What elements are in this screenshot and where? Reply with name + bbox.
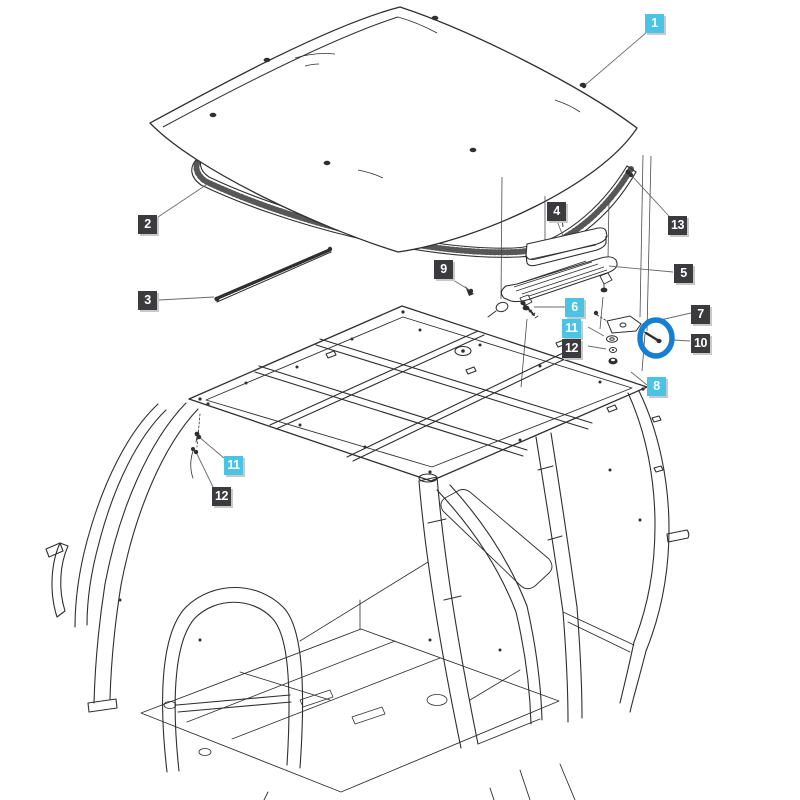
leader-line-10 bbox=[673, 339, 691, 342]
leader-line-4 bbox=[556, 220, 564, 237]
highlight-circle bbox=[637, 317, 675, 359]
callout-8[interactable]: 8 bbox=[647, 377, 666, 396]
roof-pin-dot bbox=[625, 169, 631, 175]
leader-line-9 bbox=[452, 279, 472, 292]
leader-line-1 bbox=[583, 31, 648, 87]
callout-3[interactable]: 3 bbox=[138, 291, 157, 310]
callout-5[interactable]: 5 bbox=[674, 264, 693, 283]
leader-line-11 bbox=[198, 436, 225, 459]
mount-hardware bbox=[190, 286, 662, 479]
leader-dot-11 bbox=[196, 434, 202, 440]
callout-10[interactable]: 10 bbox=[691, 334, 710, 353]
leader-line-12 bbox=[195, 451, 215, 490]
callout-12[interactable]: 12 bbox=[562, 339, 581, 358]
grille-slots bbox=[513, 260, 608, 297]
callout-13[interactable]: 13 bbox=[668, 216, 687, 235]
leader-line-13 bbox=[630, 174, 670, 217]
leader-line-3 bbox=[158, 296, 215, 301]
leader-line-8 bbox=[630, 371, 648, 386]
callout-2[interactable]: 2 bbox=[138, 215, 157, 234]
leader-line-12 bbox=[587, 345, 607, 350]
leader-line-2 bbox=[157, 184, 207, 218]
cab-frame bbox=[45, 305, 690, 800]
frame-bolts bbox=[118, 328, 642, 652]
roof-panel bbox=[149, 6, 638, 253]
leader-dot-13 bbox=[628, 172, 634, 178]
cab-lamp-lens bbox=[525, 217, 608, 267]
leader-line-5 bbox=[608, 265, 674, 273]
callout-4[interactable]: 4 bbox=[547, 202, 566, 221]
leader-dot-9 bbox=[468, 288, 474, 294]
lamp-grille bbox=[500, 256, 618, 311]
callout-11[interactable]: 11 bbox=[562, 319, 581, 338]
callout-12[interactable]: 12 bbox=[212, 487, 231, 506]
support-rod bbox=[214, 246, 333, 303]
leader-dot-1 bbox=[581, 83, 587, 89]
roof-mount-holes bbox=[209, 15, 587, 166]
leader-line-11 bbox=[587, 326, 605, 337]
callout-1[interactable]: 1 bbox=[645, 14, 664, 33]
callout-11[interactable]: 11 bbox=[224, 456, 243, 475]
callout-9[interactable]: 9 bbox=[434, 260, 453, 279]
callout-6[interactable]: 6 bbox=[565, 298, 584, 317]
callout-7[interactable]: 7 bbox=[691, 305, 710, 324]
leader-dot-12 bbox=[193, 449, 199, 455]
alignment-lines bbox=[500, 154, 652, 388]
